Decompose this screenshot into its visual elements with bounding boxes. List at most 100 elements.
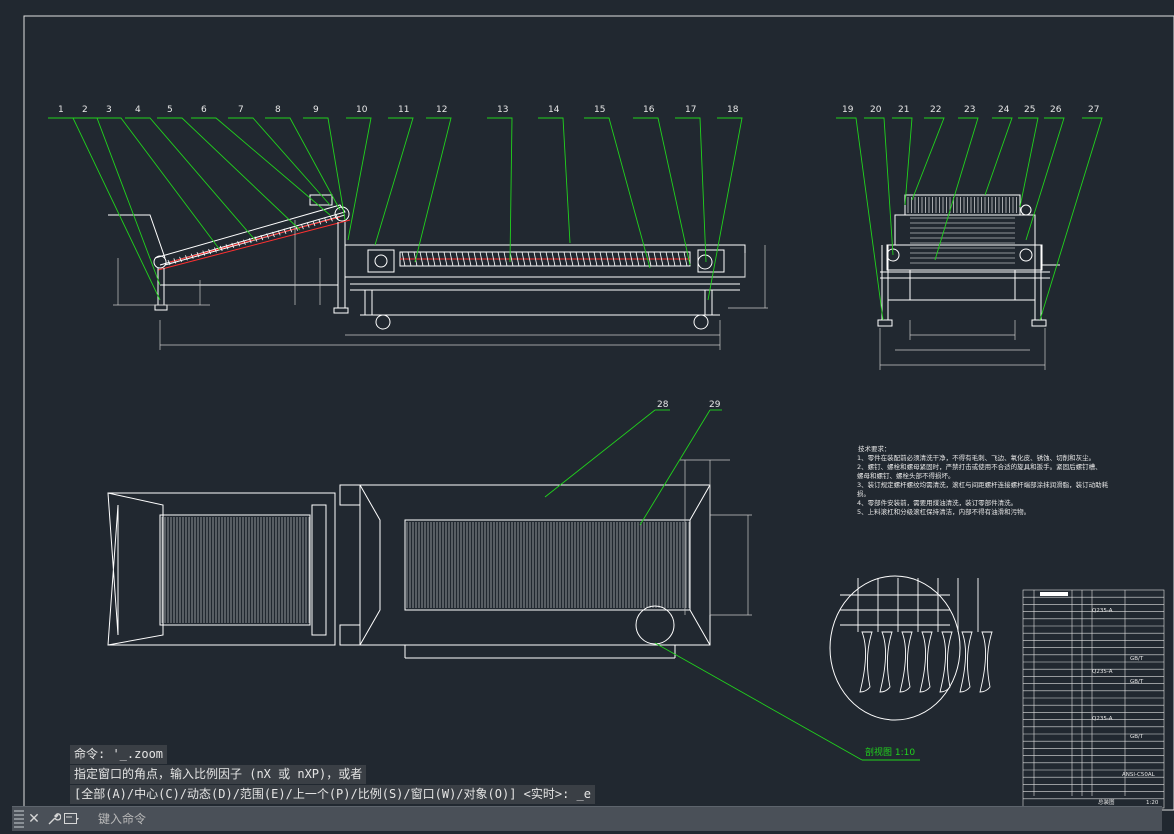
command-input[interactable] bbox=[94, 809, 1162, 829]
leader-line bbox=[836, 117, 884, 321]
roller-tooth bbox=[167, 259, 171, 266]
balloon-label: 19 bbox=[842, 105, 854, 115]
close-icon[interactable]: ✕ bbox=[28, 811, 40, 827]
leader-line bbox=[864, 117, 894, 256]
roller-tooth bbox=[581, 251, 586, 267]
tech-note-line: 1、零件在装配前必须清洗干净，不得有毛刺、飞边、氧化皮、锈蚀、切削和灰尘。 bbox=[857, 453, 1095, 462]
command-line-bar: ✕ bbox=[12, 806, 1162, 831]
roller-tooth bbox=[653, 251, 658, 267]
tech-note-line: 3、装订规定螺杆螺纹均需清洗，滚杠与间距螺杆连接螺杆端部涂抹润滑脂，装订动助耗 bbox=[857, 480, 1109, 489]
roller-tooth bbox=[248, 238, 252, 244]
leader-line bbox=[1018, 117, 1039, 208]
balloon-label: 6 bbox=[201, 105, 207, 115]
leader-line bbox=[96, 117, 221, 251]
balloon-label: 18 bbox=[727, 105, 739, 115]
roller-tooth bbox=[289, 227, 293, 233]
roller-tooth bbox=[185, 255, 188, 261]
roller-tooth bbox=[587, 251, 592, 267]
leader-line bbox=[157, 117, 301, 231]
roller-tooth bbox=[605, 251, 610, 267]
command-history-line: 命令: '_.zoom bbox=[70, 745, 168, 764]
command-history: 命令: '_.zoom 指定窗口的角点，输入比例因子 (nX 或 nXP)，或者… bbox=[70, 745, 595, 805]
roller-profile bbox=[879, 631, 893, 693]
roller-tooth bbox=[515, 251, 520, 267]
roller-tooth bbox=[283, 228, 287, 234]
roller-tooth bbox=[219, 245, 223, 252]
leader-line bbox=[892, 117, 913, 206]
roller-tooth bbox=[231, 242, 235, 248]
bom-material: Q235-A bbox=[1092, 608, 1113, 614]
sheet-frame bbox=[23, 15, 1174, 811]
balloon-label: 23 bbox=[964, 105, 975, 115]
roller-tooth bbox=[318, 219, 322, 225]
balloon-label: 17 bbox=[685, 105, 696, 115]
roller-tooth bbox=[569, 251, 574, 267]
roller-tooth bbox=[254, 236, 258, 242]
front-elevation-view bbox=[108, 194, 746, 330]
roller-tooth bbox=[306, 222, 310, 228]
roller-tooth bbox=[611, 251, 616, 267]
drawing-scale: 1:20 bbox=[1146, 800, 1159, 806]
balloon-label: 4 bbox=[135, 105, 141, 115]
plan-view-dimensions bbox=[680, 459, 752, 616]
balloon-29: 29 bbox=[709, 400, 721, 410]
roller-tooth bbox=[324, 217, 327, 224]
roller-tooth bbox=[260, 234, 264, 241]
roller-tooth bbox=[623, 251, 628, 267]
roller-tooth bbox=[473, 251, 478, 267]
roller-profile bbox=[859, 631, 873, 693]
roller-tooth bbox=[557, 251, 562, 267]
leader-line bbox=[1039, 117, 1103, 321]
roller-tooth bbox=[330, 216, 333, 222]
command-prompt-icon[interactable] bbox=[64, 809, 94, 829]
roller-tooth bbox=[277, 230, 281, 236]
command-history-line: [全部(A)/中心(C)/动态(D)/范围(E)/上一个(P)/比例(S)/窗口… bbox=[70, 785, 595, 804]
leader-line bbox=[984, 117, 1013, 196]
section-detail-label: 剖视图 1:10 bbox=[865, 746, 915, 758]
section-detail-view bbox=[829, 575, 961, 721]
roller-tooth bbox=[485, 251, 490, 267]
front-view-dimensions bbox=[113, 220, 768, 350]
technical-notes: 技术要求： 1、零件在装配前必须清洗干净，不得有毛刺、飞边、氧化皮、锈蚀、切削和… bbox=[857, 444, 1109, 516]
leader-line bbox=[707, 117, 743, 301]
balloon-label: 7 bbox=[238, 105, 244, 115]
roller-tooth bbox=[503, 251, 508, 267]
balloon-label: 13 bbox=[497, 105, 508, 115]
roller-tooth bbox=[190, 253, 194, 259]
roller-profile bbox=[979, 631, 993, 693]
plan-roller-grid-right bbox=[406, 522, 690, 608]
balloon-label: 27 bbox=[1088, 105, 1099, 115]
bill-of-materials-table bbox=[1022, 589, 1165, 809]
customize-wrench-icon[interactable] bbox=[44, 809, 64, 829]
roller-tooth bbox=[425, 251, 430, 267]
bom-material: Q235-A bbox=[1092, 716, 1113, 722]
roller-tooth bbox=[312, 220, 316, 227]
balloon-label: 15 bbox=[594, 105, 605, 115]
roller-tooth bbox=[437, 251, 442, 267]
plan-roller-grid-left bbox=[161, 517, 310, 623]
leader-line bbox=[584, 117, 651, 269]
roller-tooth bbox=[527, 251, 532, 267]
roller-tooth bbox=[551, 251, 556, 267]
leader-line bbox=[675, 117, 707, 263]
leader-line bbox=[1025, 117, 1065, 241]
tech-note-line: 螺母和螺钉、螺栓头部不得损坏。 bbox=[857, 471, 955, 480]
tech-note-line: 损。 bbox=[857, 489, 870, 498]
leader-line bbox=[48, 117, 161, 301]
roller-tooth bbox=[173, 258, 177, 264]
roller-profile bbox=[939, 631, 953, 693]
roller-tooth bbox=[545, 251, 550, 267]
tech-note-line: 4、零部件安装前，需要用煤油清洗，装订零部件清洗。 bbox=[857, 498, 1017, 507]
balloon-label: 3 bbox=[106, 105, 112, 115]
balloon-label: 9 bbox=[313, 105, 319, 115]
roller-tooth bbox=[479, 251, 484, 267]
roller-tooth bbox=[455, 251, 460, 267]
drag-handle[interactable] bbox=[14, 810, 24, 828]
bom-standard: GB/T bbox=[1130, 734, 1144, 740]
roller-tooth bbox=[449, 251, 454, 267]
roller-tooth bbox=[202, 250, 206, 256]
roller-tooth bbox=[301, 223, 304, 230]
roller-tooth bbox=[575, 251, 580, 267]
